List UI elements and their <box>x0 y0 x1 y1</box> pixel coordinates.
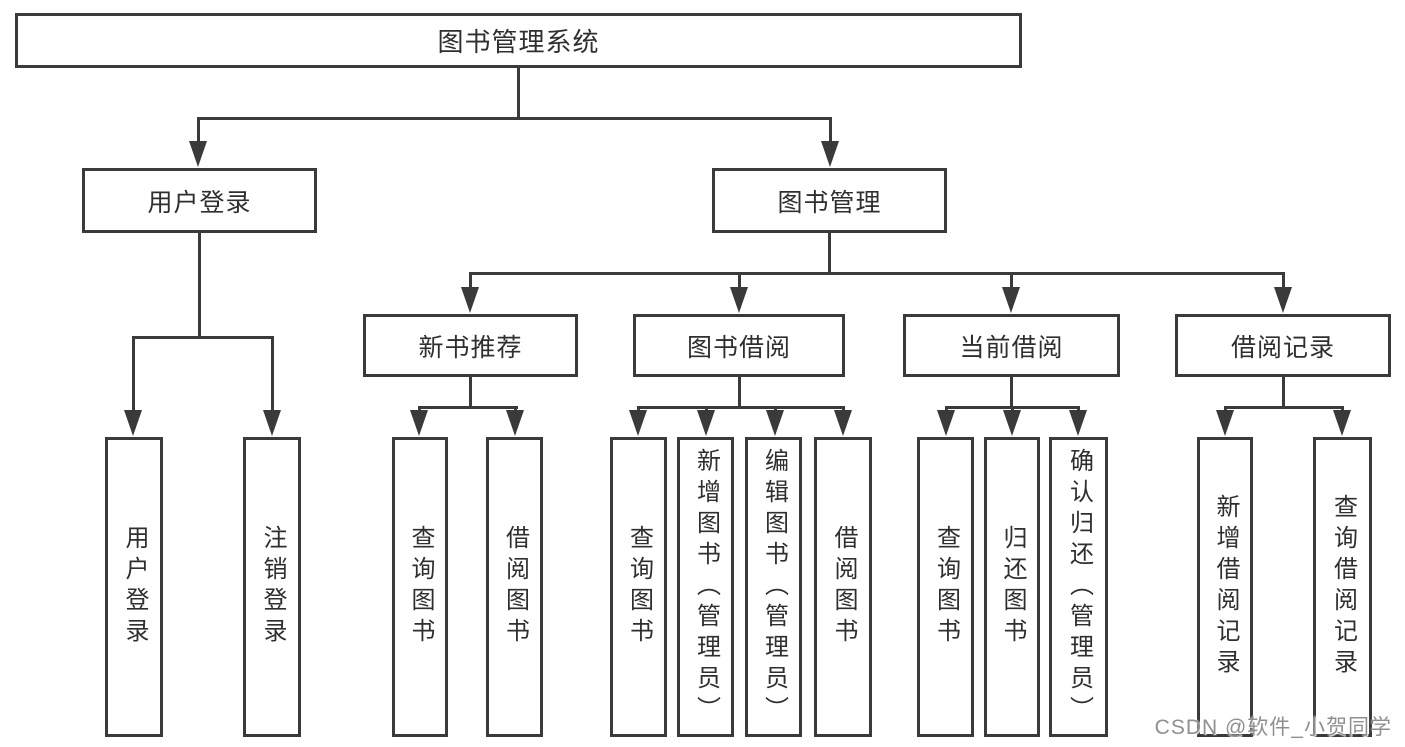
connector-record-split <box>1224 406 1344 409</box>
leaf-record-query: 查询借阅记录 <box>1313 437 1372 737</box>
connector-sections-split <box>469 272 1283 275</box>
arrowhead-borrow-leaf1 <box>629 410 647 436</box>
leaf-current-return: 归还图书 <box>984 437 1040 737</box>
connector-section4-stem <box>1282 272 1285 289</box>
leaf-record-add: 新增借阅记录 <box>1197 437 1253 737</box>
connector-borrow-down <box>738 377 741 408</box>
connector-section2-stem <box>738 272 741 289</box>
leaf-borrow-borrow: 借阅图书 <box>814 437 872 737</box>
arrowhead-user-leaf1 <box>124 410 142 436</box>
connector-section1-stem <box>469 272 472 289</box>
arrowhead-record-leaf1 <box>1216 410 1234 436</box>
arrowhead-record-leaf2 <box>1333 410 1351 436</box>
csdn-watermark: CSDN @软件_小贺同学 <box>1154 716 1392 739</box>
node-user-login-branch: 用户登录 <box>82 168 317 233</box>
leaf-borrow-add-admin: 新增图书（管理员） <box>677 437 734 737</box>
leaf-current-query: 查询图书 <box>917 437 974 737</box>
arrowhead-book-branch <box>821 141 839 167</box>
connector-section3-stem <box>1010 272 1013 289</box>
connector-borrow-split <box>637 406 845 409</box>
arrowhead-current-leaf1 <box>937 410 955 436</box>
connector-level1-split <box>197 117 832 120</box>
node-book-borrow: 图书借阅 <box>633 314 845 377</box>
arrowhead-section1 <box>461 287 479 313</box>
node-current-borrow: 当前借阅 <box>903 314 1120 377</box>
connector-book-branch-stem <box>829 117 832 145</box>
arrowhead-current-leaf3 <box>1069 410 1087 436</box>
arrowhead-borrow-leaf2 <box>697 410 715 436</box>
leaf-borrow-edit-admin: 编辑图书（管理员） <box>745 437 802 737</box>
connector-book-down <box>828 233 831 275</box>
arrowhead-section4 <box>1274 287 1292 313</box>
node-borrow-record: 借阅记录 <box>1175 314 1391 377</box>
leaf-user-login: 用户登录 <box>105 437 163 737</box>
connector-current-down <box>1010 377 1013 408</box>
arrowhead-newbook-leaf1 <box>410 410 428 436</box>
connector-root-stem <box>517 67 520 119</box>
arrowhead-borrow-leaf4 <box>834 410 852 436</box>
connector-user-split <box>132 336 274 339</box>
arrowhead-user-leaf2 <box>263 410 281 436</box>
connector-newbook-down <box>469 377 472 408</box>
leaf-current-confirm-return-admin: 确认归还（管理员） <box>1049 437 1108 737</box>
connector-user-leaf1-stem <box>132 336 135 414</box>
arrowhead-borrow-leaf3 <box>766 410 784 436</box>
connector-user-leaf2-stem <box>271 336 274 414</box>
connector-newbook-split <box>418 406 518 409</box>
arrowhead-newbook-leaf2 <box>506 410 524 436</box>
leaf-borrow-query: 查询图书 <box>610 437 667 737</box>
connector-user-branch-stem <box>197 117 200 145</box>
arrowhead-section2 <box>730 287 748 313</box>
node-root-system: 图书管理系统 <box>15 13 1022 68</box>
leaf-newbook-query: 查询图书 <box>392 437 448 737</box>
node-new-book-recommend: 新书推荐 <box>363 314 578 377</box>
node-book-management: 图书管理 <box>712 168 947 233</box>
connector-user-down <box>198 233 201 338</box>
leaf-newbook-borrow: 借阅图书 <box>486 437 543 737</box>
leaf-logout: 注销登录 <box>243 437 301 737</box>
arrowhead-current-leaf2 <box>1003 410 1021 436</box>
arrowhead-user-branch <box>189 141 207 167</box>
connector-record-down <box>1282 377 1285 408</box>
arrowhead-section3 <box>1002 287 1020 313</box>
